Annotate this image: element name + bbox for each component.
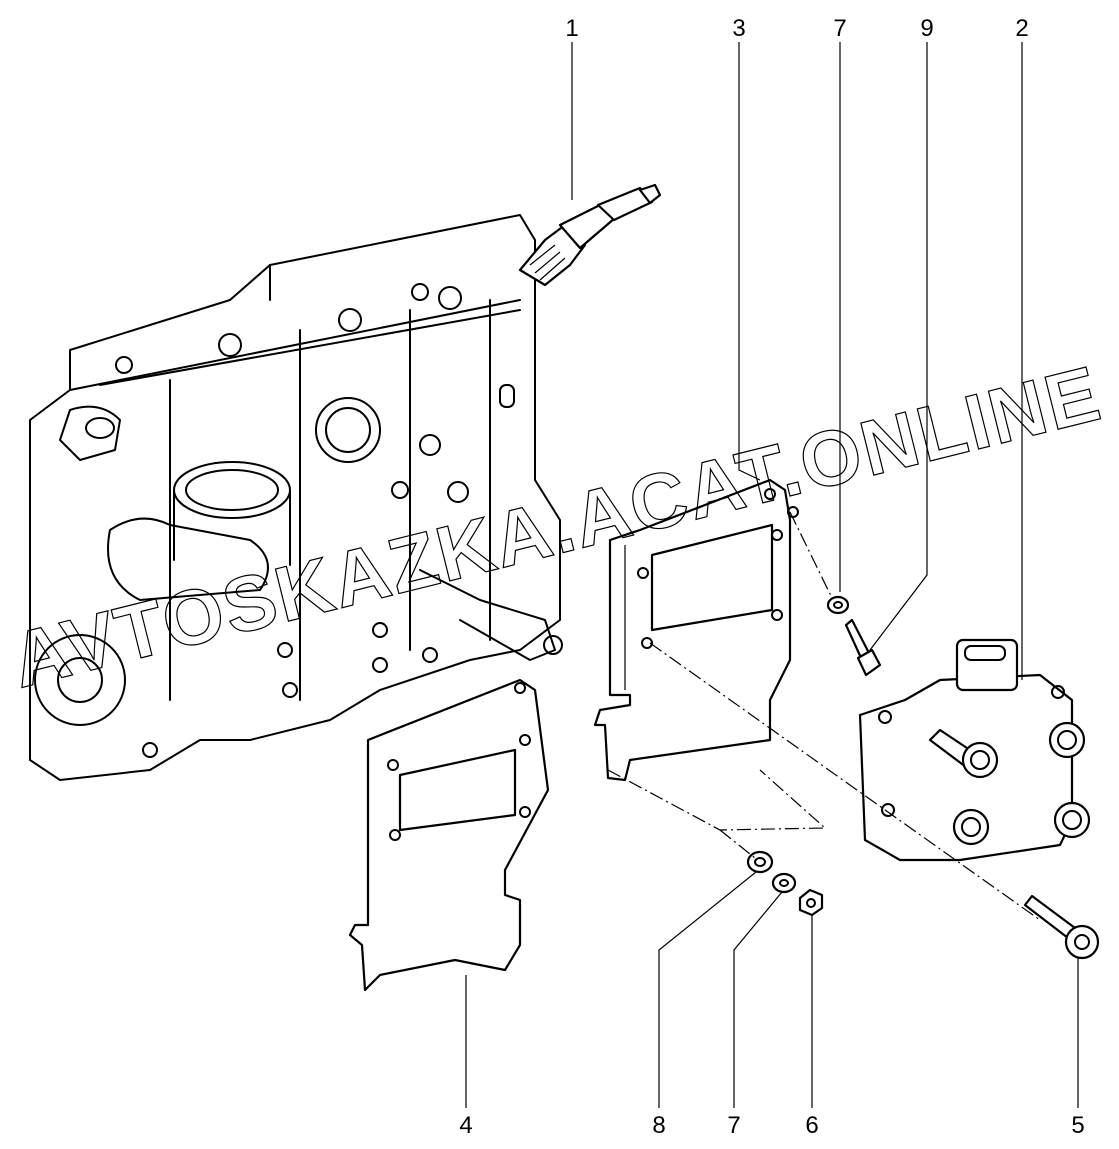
callout-7-top: 7 [833, 15, 846, 42]
callout-5: 5 [1071, 1112, 1084, 1139]
nut[interactable] [798, 888, 824, 917]
washer-large[interactable] [746, 850, 774, 874]
callout-7-bottom: 7 [727, 1112, 740, 1139]
leader-lines [465, 42, 1079, 1108]
washer-bottom[interactable] [771, 872, 797, 894]
bolt[interactable] [844, 618, 882, 677]
callout-4: 4 [459, 1112, 472, 1139]
spark-plug[interactable] [518, 183, 662, 287]
ignition-coil[interactable] [858, 638, 1091, 862]
callout-2: 2 [1015, 15, 1028, 42]
callout-1: 1 [565, 15, 578, 42]
callout-6: 6 [805, 1112, 818, 1139]
callout-labels: 1 3 7 9 2 4 8 7 6 5 [459, 15, 1084, 1139]
bracket-upper[interactable] [593, 478, 799, 782]
bracket-lower[interactable] [348, 678, 550, 992]
watermark: AVTOSKAZKA.ACAT.ONLINE [3, 348, 1110, 704]
assembly-lines [607, 511, 1041, 921]
engine-block [29, 214, 563, 781]
callout-8: 8 [652, 1112, 665, 1139]
callout-9: 9 [920, 15, 933, 42]
washer-top[interactable] [826, 595, 850, 615]
coil-bolt[interactable] [1023, 894, 1100, 960]
callout-3: 3 [732, 15, 745, 42]
